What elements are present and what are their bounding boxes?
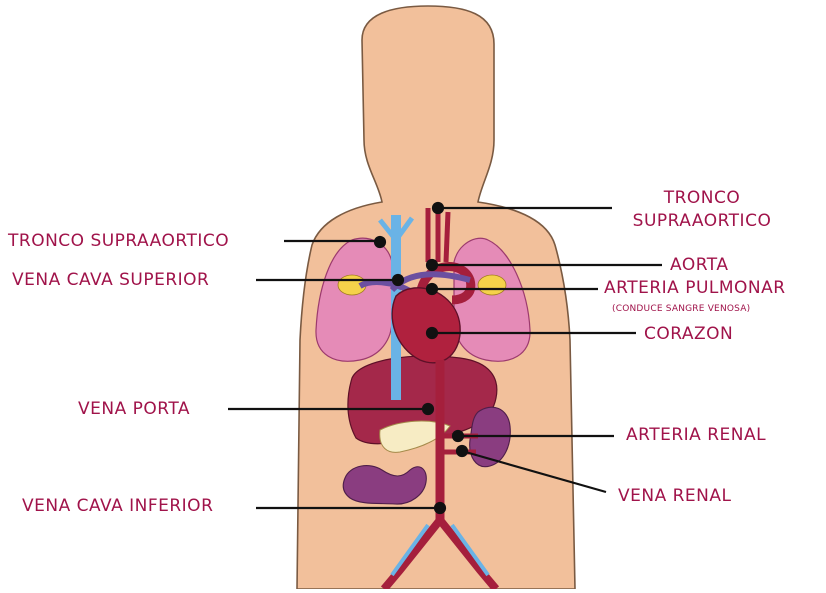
- label-arteria-renal: ARTERIA RENAL: [626, 427, 766, 444]
- label-tronco-supraaortico-right-line1: TRONCO: [612, 190, 792, 207]
- label-arteria-pulmonar-note: (CONDUCE SANGRE VENOSA): [612, 305, 750, 314]
- label-tronco-supraaortico-left: TRONCO SUPRAAORTICO: [8, 233, 229, 250]
- label-vena-renal: VENA RENAL: [618, 488, 732, 505]
- label-tronco-supraaortico-right-line2: SUPRAAORTICO: [612, 213, 792, 230]
- label-arteria-pulmonar: ARTERIA PULMONAR: [604, 280, 786, 297]
- label-corazon: CORAZON: [644, 326, 733, 343]
- intestine: [343, 466, 426, 504]
- label-vena-cava-superior: VENA CAVA SUPERIOR: [12, 272, 209, 289]
- label-aorta: AORTA: [670, 257, 728, 274]
- label-vena-cava-inferior: VENA CAVA INFERIOR: [22, 498, 213, 515]
- label-vena-porta: VENA PORTA: [78, 401, 190, 418]
